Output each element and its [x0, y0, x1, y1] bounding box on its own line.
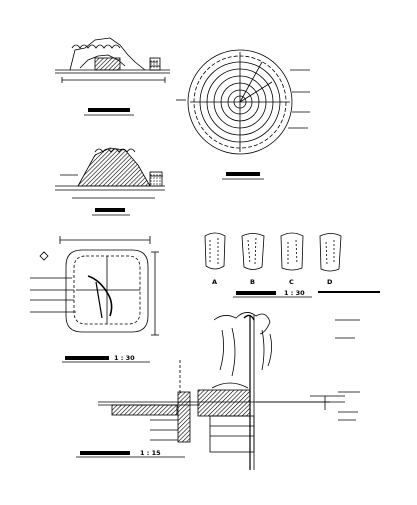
fountain-plan-title [62, 356, 150, 363]
rockery-section-title [92, 208, 130, 216]
stone-elevations-title-bar [233, 291, 380, 298]
stone-elevation-a [204, 232, 226, 270]
stone-label-a: A [212, 278, 217, 286]
mound-elevation-title [84, 108, 134, 116]
stone-label-b: B [250, 278, 255, 286]
fountain-plan [30, 236, 159, 336]
circular-plan [176, 49, 310, 155]
stone-label-d: D [327, 278, 333, 286]
stone-elevation-b [241, 233, 265, 270]
mound-elevation [55, 37, 170, 83]
stone-elevation-c [280, 232, 304, 271]
stone-elevation-d [319, 233, 342, 272]
stone-elevations [204, 232, 342, 272]
stone-elevations-scale: 1 : 30 [284, 289, 305, 297]
rockery-section [55, 147, 165, 199]
fountain-section-scale: 1 : 15 [140, 449, 161, 457]
fountain-section-title [76, 451, 185, 458]
stone-label-c: C [289, 278, 294, 286]
circular-plan-title [222, 172, 264, 180]
fountain-section [98, 312, 360, 470]
fountain-plan-scale: 1 : 30 [114, 354, 135, 362]
